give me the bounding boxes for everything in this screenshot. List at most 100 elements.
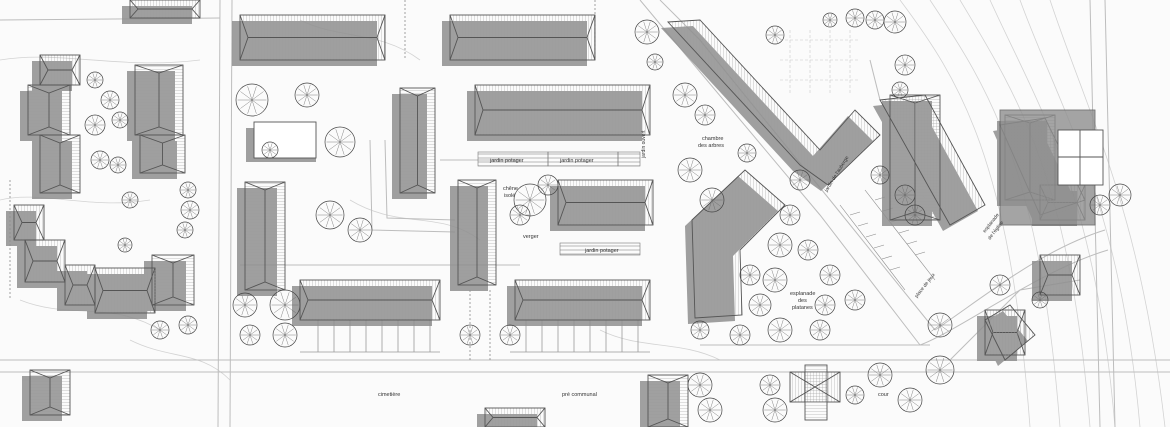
tree-crown xyxy=(870,165,890,185)
tree-crown xyxy=(737,143,757,163)
tree-4 xyxy=(324,126,356,158)
tree-45 xyxy=(767,232,793,258)
tree-branches xyxy=(101,92,119,108)
tree-67 xyxy=(697,397,723,423)
tree-46 xyxy=(797,239,819,261)
roof-ridge-3 xyxy=(474,84,651,136)
tree-crown xyxy=(789,169,811,191)
tree-branches xyxy=(766,27,784,43)
tree-branches xyxy=(461,326,479,344)
roof-ridge-14 xyxy=(39,134,81,194)
tree-branches xyxy=(317,202,343,228)
label-chambre-1: chambre xyxy=(702,136,723,142)
tree-branches xyxy=(501,326,519,344)
tree-crown xyxy=(1108,183,1132,207)
tree-12 xyxy=(100,90,120,110)
tree-17 xyxy=(121,191,139,209)
tree-crown xyxy=(748,293,772,317)
wing-roof-1 xyxy=(667,19,881,186)
tree-branches xyxy=(515,186,545,214)
tree-branches xyxy=(799,241,817,259)
tree-crown xyxy=(845,8,865,28)
tree-branches xyxy=(906,206,924,224)
tree-72 xyxy=(1089,194,1111,216)
tree-61 xyxy=(925,355,955,385)
tree-branches xyxy=(846,387,864,403)
tree-crown xyxy=(762,397,788,423)
tree-47 xyxy=(819,264,841,286)
label-cimetiere: cimetière xyxy=(378,392,400,398)
tree-crown xyxy=(814,294,836,316)
tree-1 xyxy=(235,83,269,117)
roof-ridge-15 xyxy=(24,239,66,283)
tree-branches xyxy=(241,326,259,344)
tree-54 xyxy=(844,289,866,311)
tree-crown xyxy=(739,264,761,286)
tree-branches xyxy=(262,143,278,157)
tree-63 xyxy=(897,387,923,413)
tree-3 xyxy=(261,141,279,159)
roof-ridge-5 xyxy=(399,87,436,194)
tree-crown xyxy=(180,200,200,220)
tree-53 xyxy=(809,319,831,341)
tree-44 xyxy=(779,204,801,226)
tree-9 xyxy=(272,322,298,348)
tree-branches xyxy=(738,145,756,161)
tree-15 xyxy=(90,150,110,170)
tree-62 xyxy=(867,362,893,388)
tree-crown xyxy=(687,372,713,398)
roof-ridge-16 xyxy=(64,264,96,306)
tree-branches xyxy=(122,193,138,207)
tree-crown xyxy=(178,315,198,335)
tree-branches xyxy=(869,364,891,386)
tree-21 xyxy=(179,181,197,199)
tree-58 xyxy=(894,184,916,206)
tree-crown xyxy=(779,204,801,226)
label-chambre-2: des arbres xyxy=(698,143,724,149)
wing-roof-5 xyxy=(984,304,1036,361)
tree-branches xyxy=(91,152,109,168)
colonnade-posts xyxy=(300,320,650,353)
tree-branches xyxy=(823,13,837,27)
tree-crown xyxy=(729,324,751,346)
tree-branches xyxy=(731,326,749,344)
roof-ridge-4 xyxy=(557,179,654,226)
roof-ridge-8 xyxy=(299,279,441,321)
label-esplanade-3: platanes xyxy=(792,305,813,311)
tree-branches xyxy=(296,84,318,106)
tree-branches xyxy=(769,234,791,256)
roof-ridge-28 xyxy=(13,204,45,241)
tree-branches xyxy=(816,296,834,314)
building-roof-28 xyxy=(13,204,45,241)
tree-49 xyxy=(739,264,761,286)
tree-52 xyxy=(767,317,793,343)
tree-branches xyxy=(764,269,786,291)
tree-crown xyxy=(634,19,660,45)
tree-crown xyxy=(927,312,953,338)
tree-29 xyxy=(634,19,660,45)
tree-50 xyxy=(814,294,836,316)
label-cour: cour xyxy=(878,392,889,398)
roof-ridge-23 xyxy=(129,0,201,19)
tree-22 xyxy=(180,200,200,220)
tree-branches xyxy=(896,186,914,204)
tree-branches xyxy=(899,389,921,411)
tree-crown xyxy=(109,156,127,174)
tree-branches xyxy=(326,129,354,155)
tree-crown xyxy=(150,320,170,340)
tree-branches xyxy=(647,55,663,69)
tree-crown xyxy=(904,204,926,226)
tree-crown xyxy=(672,82,698,108)
tree-branches xyxy=(741,266,759,284)
flat-block-roof xyxy=(253,121,317,159)
tree-crown xyxy=(1031,291,1049,309)
tree-branches xyxy=(511,206,529,224)
tree-18 xyxy=(117,237,133,253)
tree-branches xyxy=(151,322,169,338)
trees xyxy=(84,8,1132,423)
tree-branches xyxy=(689,374,711,396)
tree-36 xyxy=(894,54,916,76)
tree-35 xyxy=(883,10,907,34)
label-jardin-ouvert: jardin ouvert xyxy=(641,130,647,159)
